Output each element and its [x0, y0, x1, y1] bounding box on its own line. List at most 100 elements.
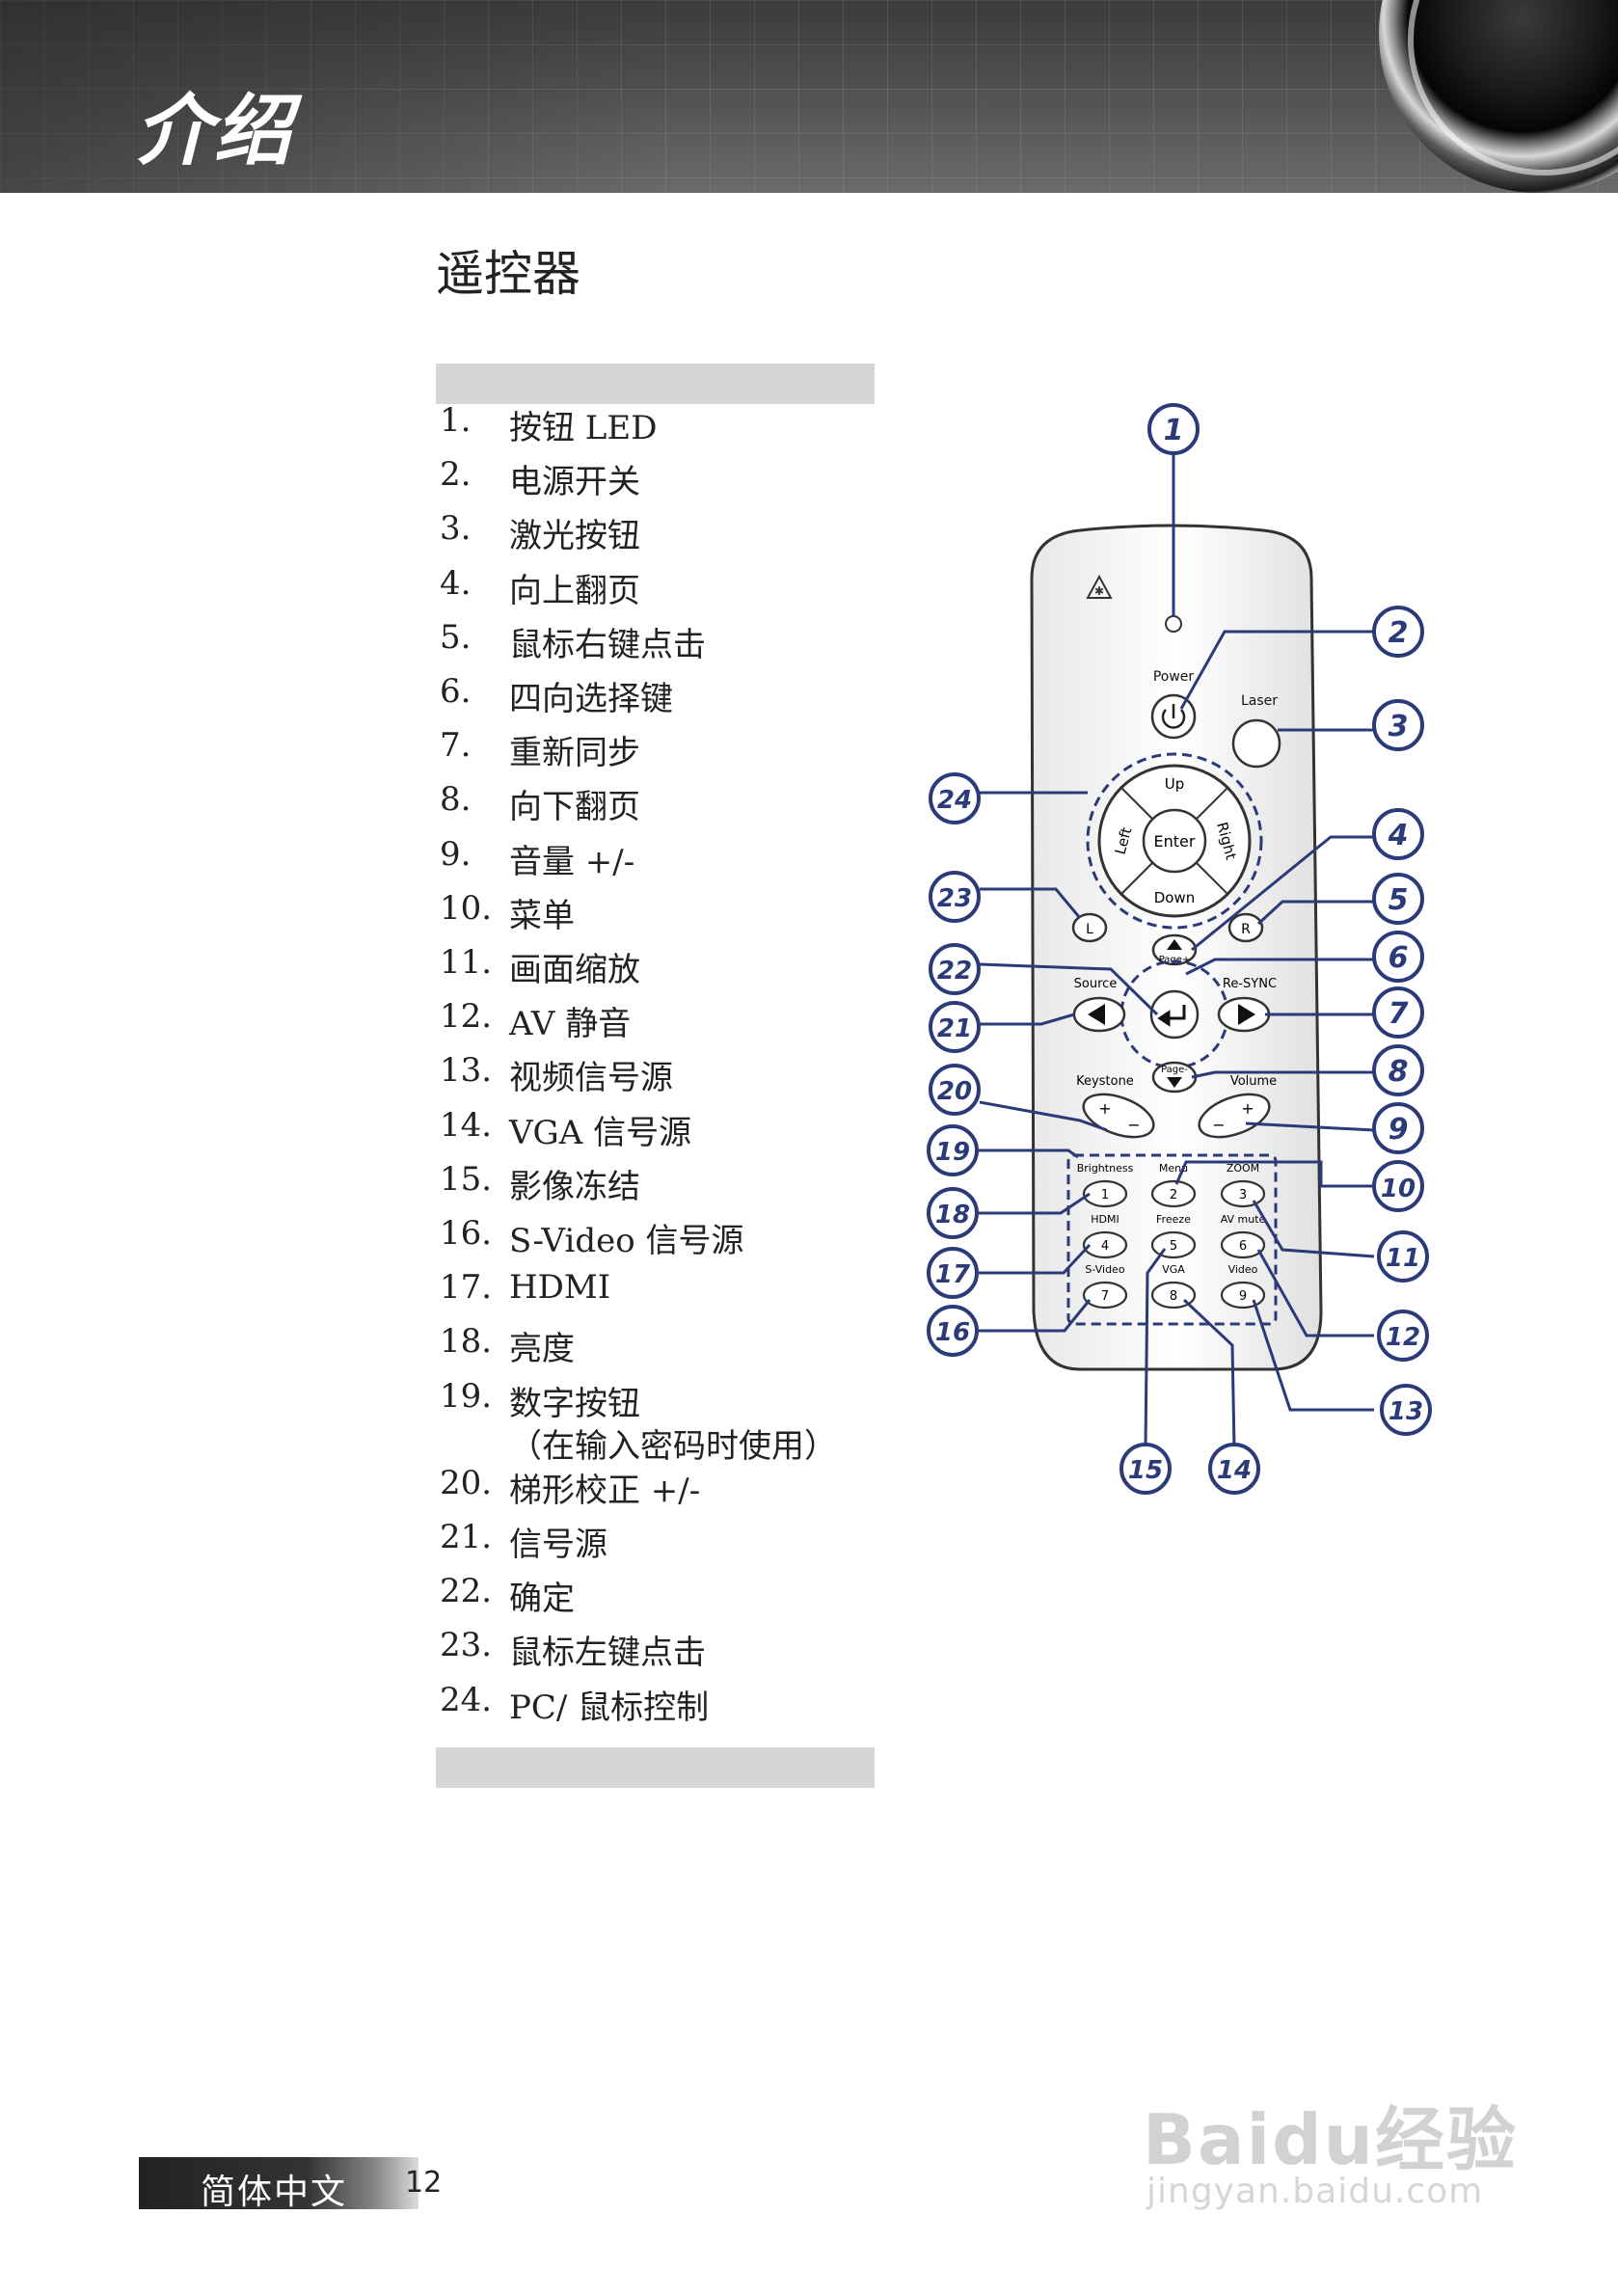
legend-item-number: 22. [440, 1572, 493, 1611]
legend-item-number: 8. [440, 780, 472, 820]
laser-label: Laser [1241, 693, 1278, 709]
callout-24: 24 [929, 772, 981, 824]
chapter-title: 介绍 [135, 86, 293, 176]
keystone-label: Keystone [1076, 1074, 1134, 1089]
callout-10: 10 [1372, 1160, 1424, 1212]
svg-text:4: 4 [1388, 819, 1409, 852]
l-label: L [1086, 922, 1093, 937]
power-icon [1161, 704, 1186, 729]
enter-button[interactable] [1149, 989, 1200, 1040]
brightness-label: Brightness [1077, 1162, 1134, 1175]
callout-9: 9 [1372, 1102, 1424, 1154]
legend-item-number: 24. [440, 1680, 493, 1719]
callout-23: 23 [929, 871, 981, 923]
callout-13: 13 [1380, 1384, 1432, 1436]
keystone-minus[interactable]: − [1127, 1116, 1140, 1134]
legend-item-number: 18. [440, 1322, 493, 1362]
callout-2: 2 [1372, 606, 1424, 658]
legend-item-label: 鼠标右键点击 [509, 625, 706, 664]
legend-item-label: PC/ 鼠标控制 [509, 1688, 710, 1727]
up-label[interactable]: Up [1165, 775, 1185, 793]
legend-item-label: AV 静音 [509, 1005, 632, 1044]
four-way-inner-ring [1142, 808, 1207, 874]
callout-15: 15 [1119, 1443, 1172, 1495]
laser-warning-icon: ✱ [1086, 574, 1113, 599]
svg-text:23: 23 [937, 884, 972, 913]
page-up-icon [1167, 939, 1182, 950]
legend-item-label: 激光按钮 [509, 517, 640, 556]
pc-mouse-control-dashed-ring [1086, 752, 1263, 930]
volume-label: Volume [1230, 1074, 1277, 1089]
power-label: Power [1153, 669, 1195, 685]
legend-item-label: 亮度 [509, 1330, 575, 1369]
mouse-left-button[interactable] [1071, 912, 1108, 943]
legend-item-number: 21. [440, 1518, 493, 1556]
key-4[interactable] [1082, 1230, 1128, 1259]
legend-item-number: 4. [440, 563, 472, 603]
baidu-watermark: Baidu经验 jingyan.baidu.com [1143, 2083, 1528, 2237]
freeze-label: Freeze [1156, 1213, 1191, 1226]
callout-8: 8 [1372, 1044, 1424, 1096]
svg-text:16: 16 [935, 1318, 970, 1347]
volume-rocker[interactable] [1194, 1086, 1275, 1146]
callout-16: 16 [927, 1305, 979, 1357]
svideo-label: S-Video [1085, 1263, 1124, 1276]
legend-item-label: 四向选择键 [509, 680, 673, 718]
key-2-label: 2 [1170, 1188, 1177, 1202]
key-7[interactable] [1082, 1281, 1128, 1310]
legend-item-number: 13. [440, 1051, 493, 1091]
svg-text:24: 24 [937, 786, 972, 815]
mouse-right-button[interactable] [1227, 912, 1264, 943]
legend-item-number: 9. [440, 834, 472, 874]
legend-item-number: 7. [440, 726, 472, 766]
legend-item-label: 音量 +/- [509, 842, 635, 881]
key-6[interactable] [1220, 1230, 1266, 1259]
legend-item-number: 11. [440, 943, 493, 982]
legend-item-label: 向上翻页 [509, 571, 640, 610]
legend-item-label: 影像冻结 [509, 1167, 640, 1206]
watermark-brand: Baidu经验 [1143, 2099, 1518, 2180]
callout-14: 14 [1208, 1443, 1260, 1495]
keystone-plus[interactable]: + [1098, 1099, 1111, 1118]
callout-leader-lines [977, 453, 1375, 1449]
key-5-label: 5 [1170, 1239, 1177, 1254]
keystone-rocker[interactable] [1078, 1086, 1159, 1146]
down-label[interactable]: Down [1154, 889, 1196, 906]
footer-language: 简体中文 [201, 2173, 348, 2212]
four-way-dividers [1120, 787, 1228, 895]
callout-7: 7 [1372, 986, 1424, 1039]
legend-item-number: 5. [440, 617, 472, 657]
source-label: Source [1074, 977, 1118, 991]
resync-label: Re-SYNC [1223, 977, 1277, 991]
svg-text:20: 20 [937, 1077, 972, 1106]
legend-item-label: S-Video 信号源 [509, 1222, 744, 1260]
list-bottom-bar [436, 1747, 875, 1788]
volume-minus[interactable]: − [1212, 1116, 1225, 1134]
legend-item-label: 画面缩放 [509, 951, 640, 989]
key-2[interactable] [1150, 1179, 1197, 1208]
legend-item-label: 重新同步 [509, 734, 640, 773]
callout-6: 6 [1372, 931, 1424, 983]
legend-item-label: 确定 [509, 1580, 575, 1619]
enter-label[interactable]: Enter [1154, 832, 1196, 851]
laser-button[interactable] [1231, 718, 1281, 769]
legend-item-label: HDMI [509, 1268, 611, 1308]
legend-item-number: 12. [440, 997, 493, 1037]
legend-item-label: 视频信号源 [509, 1059, 673, 1098]
svg-text:7: 7 [1389, 997, 1409, 1031]
callout-5: 5 [1372, 873, 1424, 925]
key-9-label: 9 [1239, 1289, 1247, 1304]
key-1[interactable] [1082, 1179, 1128, 1208]
section-title: 遥控器 [436, 246, 580, 302]
video-label: Video [1228, 1263, 1258, 1276]
list-top-bar [436, 364, 875, 404]
legend-item-note: （在输入密码时使用） [509, 1426, 837, 1466]
callout-19: 19 [927, 1124, 979, 1176]
enter-icon [1157, 1005, 1186, 1027]
legend-item-label: 菜单 [509, 896, 575, 935]
callout-18: 18 [927, 1187, 979, 1239]
svg-text:✱: ✱ [1094, 584, 1104, 598]
key-3[interactable] [1220, 1179, 1266, 1208]
volume-plus[interactable]: + [1241, 1099, 1254, 1118]
callout-17: 17 [927, 1247, 979, 1299]
